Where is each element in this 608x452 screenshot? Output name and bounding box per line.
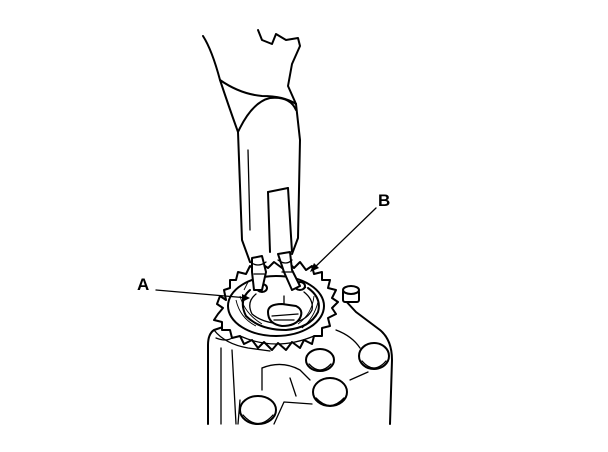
pliers: [202, 29, 301, 291]
housing: [207, 285, 393, 425]
label-b: B: [378, 191, 390, 210]
boss-right: [358, 342, 390, 370]
boss-lower-left: [237, 395, 277, 425]
boss-center: [305, 348, 335, 372]
leader-b: [310, 207, 377, 272]
shaft: [267, 295, 303, 327]
bolt-right: [342, 285, 360, 303]
leader-a: [155, 289, 250, 302]
boss-lower-right: [312, 377, 348, 407]
label-a: A: [137, 275, 149, 294]
